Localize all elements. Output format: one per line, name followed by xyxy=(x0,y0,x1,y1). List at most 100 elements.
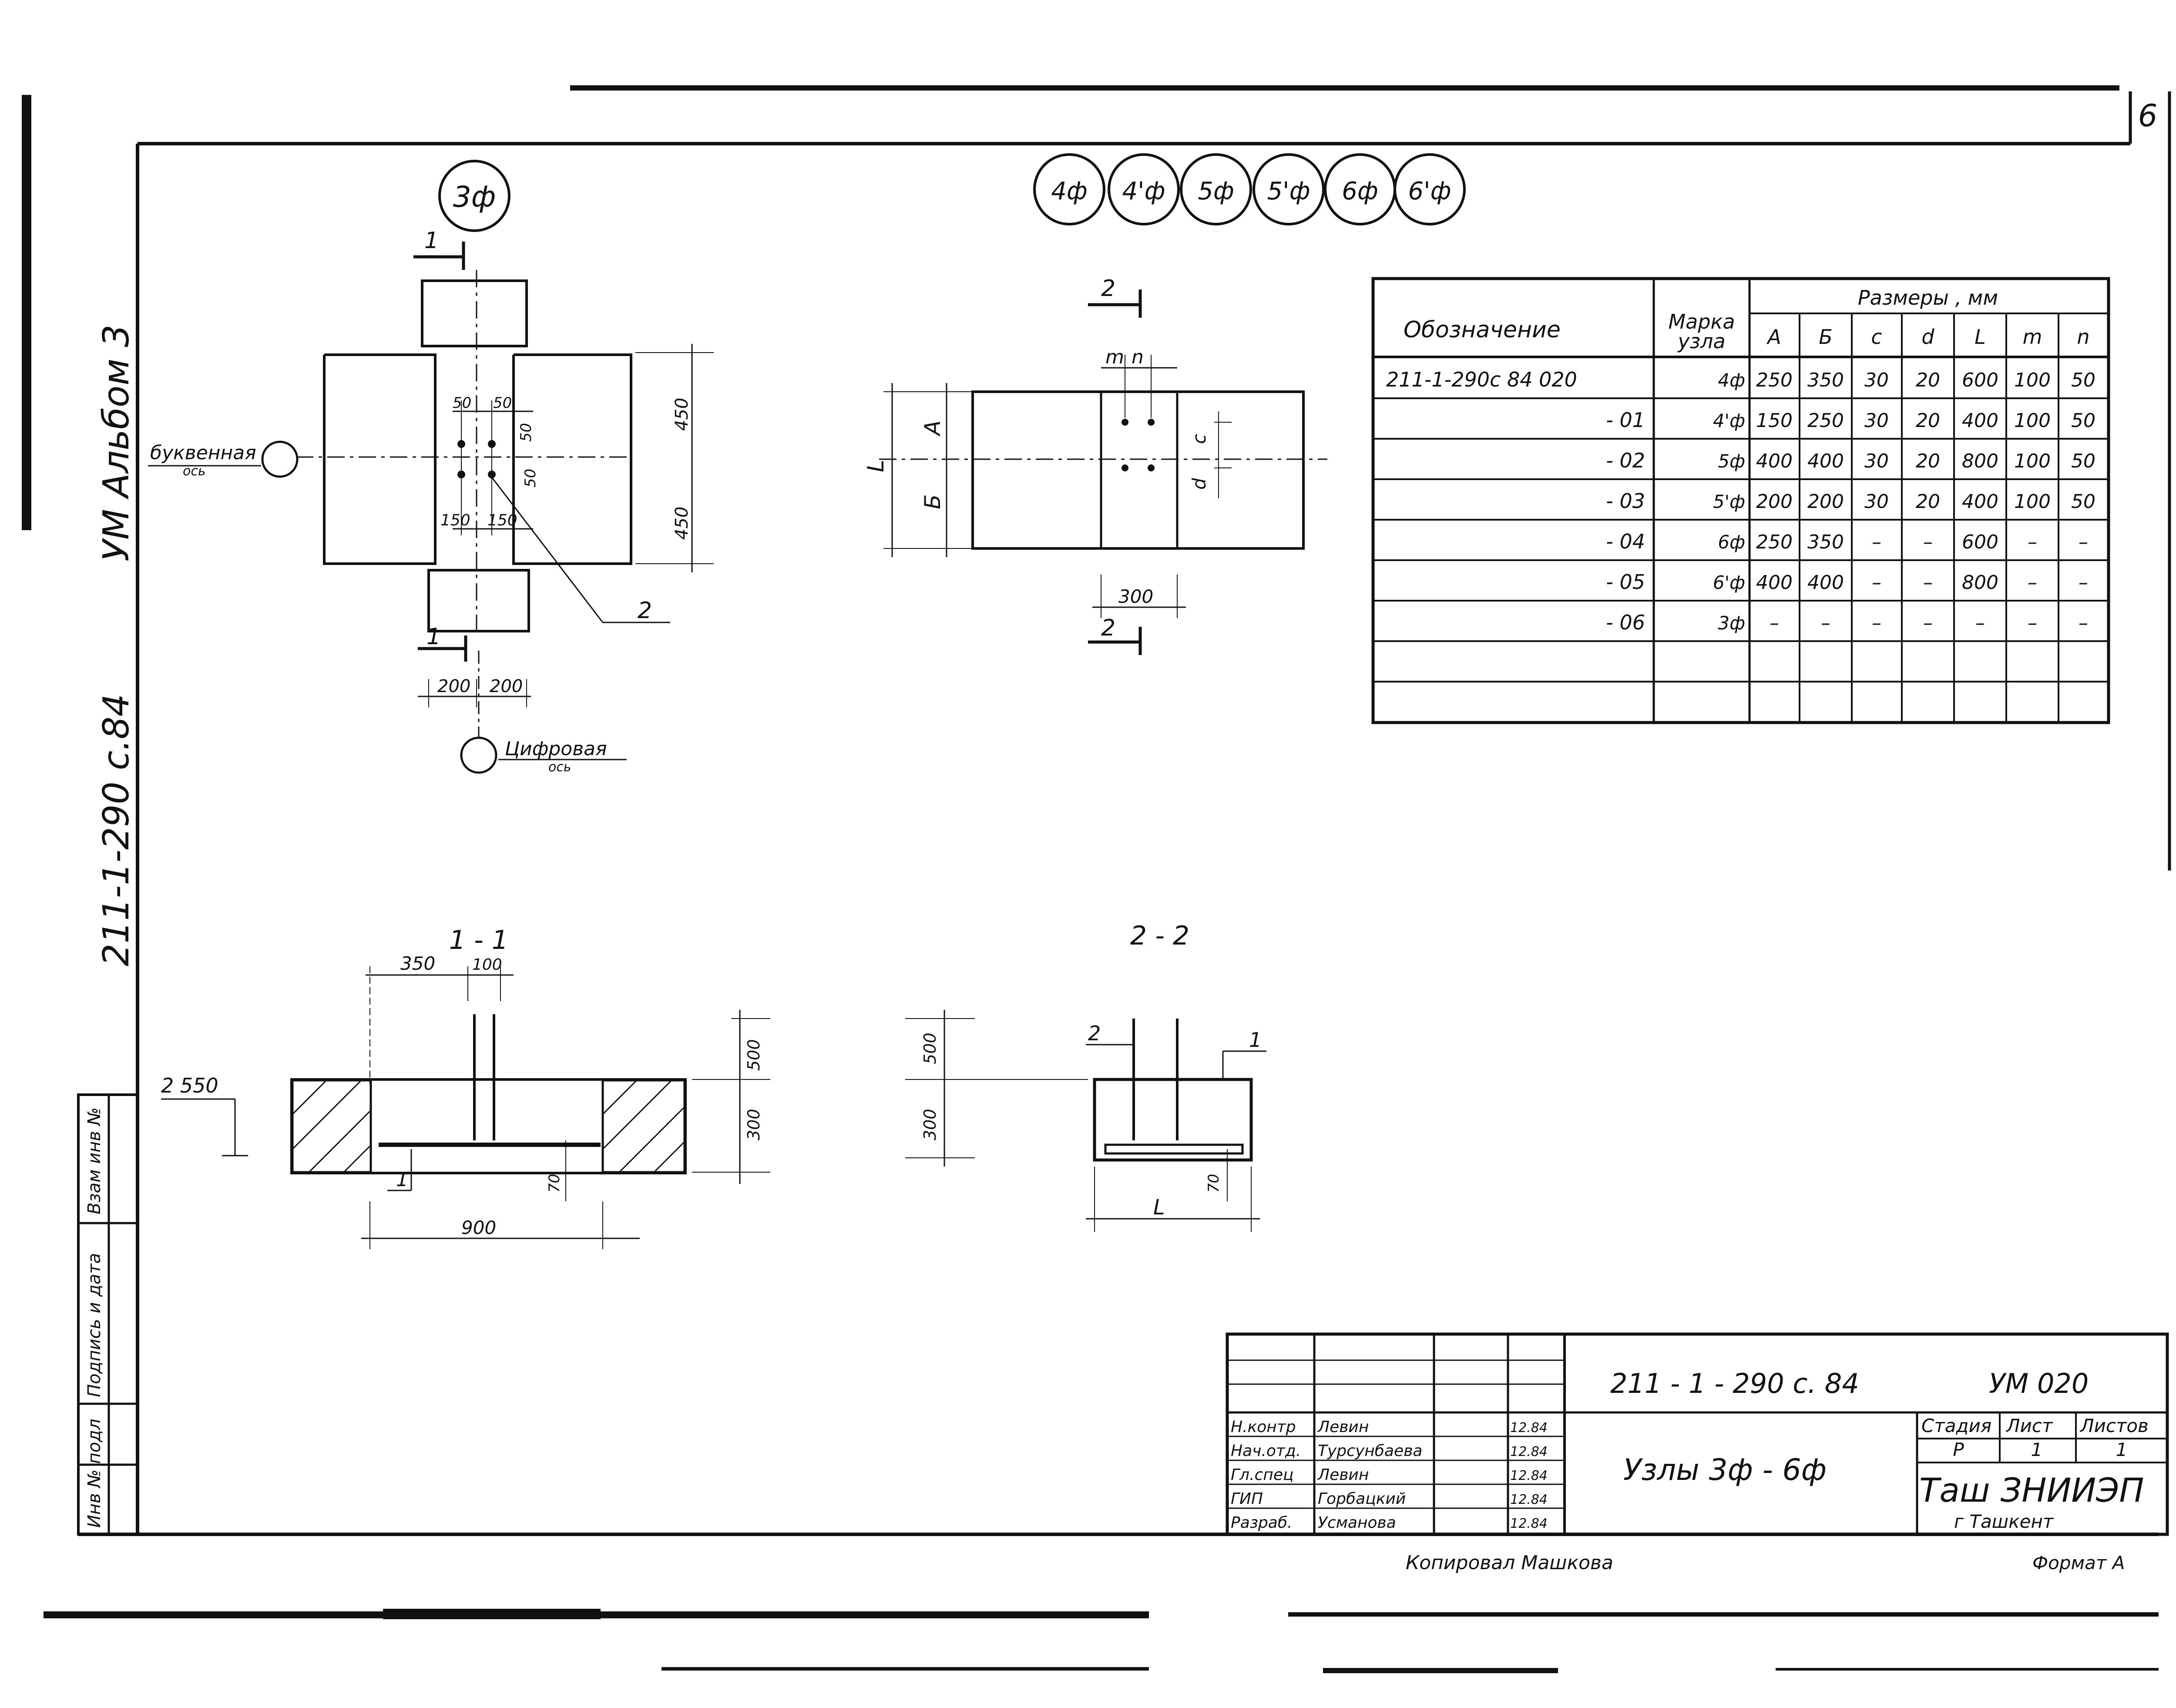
plan-left-dim-50c: 50 xyxy=(517,423,535,442)
title-person-date: 12.84 xyxy=(1510,1420,1548,1436)
title-sheets: 1 xyxy=(2116,1439,2128,1460)
table-cell-value: – xyxy=(1923,531,1933,553)
title-doc-code: 211 - 1 - 290 с. 84 xyxy=(1610,1368,1859,1399)
plan-left-dim-50d: 50 xyxy=(522,469,539,488)
table-cell-value: 350 xyxy=(1807,369,1844,391)
title-person-name: Левин xyxy=(1317,1466,1369,1484)
plan-right-section-mark-top: 2 xyxy=(1101,276,1115,302)
title-person-date: 12.84 xyxy=(1510,1444,1548,1459)
table-row-designation: - 03 xyxy=(1606,489,1645,513)
table-cell-value: – xyxy=(2079,612,2088,634)
table-cell-value: 100 xyxy=(2014,491,2051,513)
title-org: Таш ЗНИИЭП xyxy=(1919,1471,2144,1510)
node-mark-6pf: 6'ф xyxy=(1408,177,1451,205)
section-1-pos-1: 1 xyxy=(396,1169,408,1191)
title-sheets-label: Листов xyxy=(2079,1415,2149,1436)
node-mark-5pf: 5'ф xyxy=(1267,177,1310,205)
node-mark-main-label: 3ф xyxy=(453,180,496,214)
table-cell-value: – xyxy=(1923,572,1933,594)
side-album-label: УМ Альбом 3 xyxy=(96,325,137,561)
side-stamp-col3: Инв № подл xyxy=(84,1419,104,1528)
table-cell-value: 400 xyxy=(1962,491,1998,513)
title-person-name: Горбацкий xyxy=(1318,1490,1406,1508)
table-cell-value: 250 xyxy=(1756,369,1793,391)
table-row-mark: 5'ф xyxy=(1713,491,1745,512)
title-person-name: Левин xyxy=(1317,1418,1369,1436)
section-1-1: 1 - 1 350 100 2 550 500 300 xyxy=(161,925,770,1249)
table-cell-value: 600 xyxy=(1962,531,1998,553)
table-cell-value: – xyxy=(1872,572,1881,594)
node-mark-4pf: 4'ф xyxy=(1122,177,1165,205)
digit-axis-sublabel: ось xyxy=(548,760,571,775)
table-row-designation: - 05 xyxy=(1606,570,1645,594)
title-city: г Ташкент xyxy=(1954,1511,2054,1532)
table-cell-value: 400 xyxy=(1807,572,1844,594)
section-2-dim-500: 500 xyxy=(920,1032,940,1064)
table-col-designation: Обозначение xyxy=(1404,317,1561,343)
table-cell-value: 30 xyxy=(1864,369,1889,391)
table-cell-value: 400 xyxy=(1756,572,1793,594)
node-mark-4f: 4ф xyxy=(1051,177,1088,205)
table-row-mark: 4'ф xyxy=(1713,410,1745,431)
plan-right-dim-m: m xyxy=(1105,346,1124,368)
table-cell-value: – xyxy=(1975,612,1985,634)
table-cell-value: 20 xyxy=(1916,450,1940,472)
table-row-designation: - 02 xyxy=(1606,449,1645,472)
node-mark-6f: 6ф xyxy=(1342,177,1378,205)
table-cell-value: – xyxy=(1821,612,1830,634)
table-cell-value: 150 xyxy=(1756,410,1793,432)
table-cell-value: 20 xyxy=(1916,369,1940,391)
title-person-date: 12.84 xyxy=(1510,1492,1548,1507)
side-stamp-col2: Подпись и дата xyxy=(84,1253,104,1397)
plan-right-dim-d: d xyxy=(1189,478,1210,490)
table-col-B: Б xyxy=(1819,325,1833,349)
node-mark-main: 3ф xyxy=(438,160,510,232)
section-2-title: 2 - 2 xyxy=(1130,921,1189,951)
table-cell-value: 30 xyxy=(1864,450,1889,472)
table-cell-value: 20 xyxy=(1916,491,1940,513)
table-cell-value: – xyxy=(1770,612,1779,634)
plan-left-dim-450b: 450 xyxy=(672,507,692,540)
table-cell-value: 100 xyxy=(2014,369,2051,391)
table-cell-value: – xyxy=(1872,612,1881,634)
section-1-level: 2 550 xyxy=(161,1074,218,1097)
plan-right-dim-n: n xyxy=(1132,346,1144,368)
sheet-frame xyxy=(78,91,2171,1536)
table-cell-value: 800 xyxy=(1962,450,1998,472)
plan-left: 50 50 50 50 150 150 450 450 200 200 1 1 … xyxy=(148,228,714,775)
table-cell-value: 50 xyxy=(2071,450,2095,472)
section-2-dim-70: 70 xyxy=(1205,1174,1222,1193)
section-1-dim-70: 70 xyxy=(546,1174,563,1193)
copied-label: Копировал Машкова xyxy=(1406,1552,1613,1574)
title-person-role: Разраб. xyxy=(1231,1514,1292,1532)
section-2-dim-L: L xyxy=(1153,1195,1165,1220)
title-block: 211 - 1 - 290 с. 84 УМ 020 Узлы 3ф - 6ф … xyxy=(1226,1332,2169,1536)
table-cell-value: 400 xyxy=(1756,450,1793,472)
table-col-d: d xyxy=(1921,325,1934,349)
plan-right-dim-300: 300 xyxy=(1118,586,1153,607)
plan-right: m n L A Б c d 300 2 2 xyxy=(863,276,1327,655)
sheet-number: 6 xyxy=(2138,98,2158,134)
table-row-designation: - 01 xyxy=(1606,408,1645,432)
table-col-mark: Марка xyxy=(1668,310,1735,333)
table-col-n: n xyxy=(2077,325,2089,349)
table-row-mark: 6'ф xyxy=(1713,572,1745,593)
plan-left-dim-50a: 50 xyxy=(453,394,471,412)
section-1-dim-100: 100 xyxy=(472,956,502,974)
table-cell-value: 250 xyxy=(1756,531,1793,553)
plan-right-dim-A: A xyxy=(920,420,945,437)
table-cell-value: 800 xyxy=(1962,572,1998,594)
title-person-name: Усманова xyxy=(1318,1514,1396,1532)
title-person-role: Нач.отд. xyxy=(1231,1442,1301,1460)
plan-right-dim-B: Б xyxy=(920,494,945,509)
digit-axis-label: Цифровая xyxy=(505,738,607,760)
title-person-role: Н.контр xyxy=(1231,1418,1296,1436)
side-stamp-col1: Взам инв № xyxy=(84,1107,104,1214)
plan-left-dim-50b: 50 xyxy=(493,394,512,412)
title-sheet-label: Лист xyxy=(2005,1415,2053,1436)
table-row-mark: 4ф xyxy=(1718,370,1745,391)
title-name: Узлы 3ф - 6ф xyxy=(1623,1453,1827,1487)
section-1-dim-900: 900 xyxy=(461,1217,496,1238)
title-person-role: Гл.спец xyxy=(1231,1466,1294,1484)
